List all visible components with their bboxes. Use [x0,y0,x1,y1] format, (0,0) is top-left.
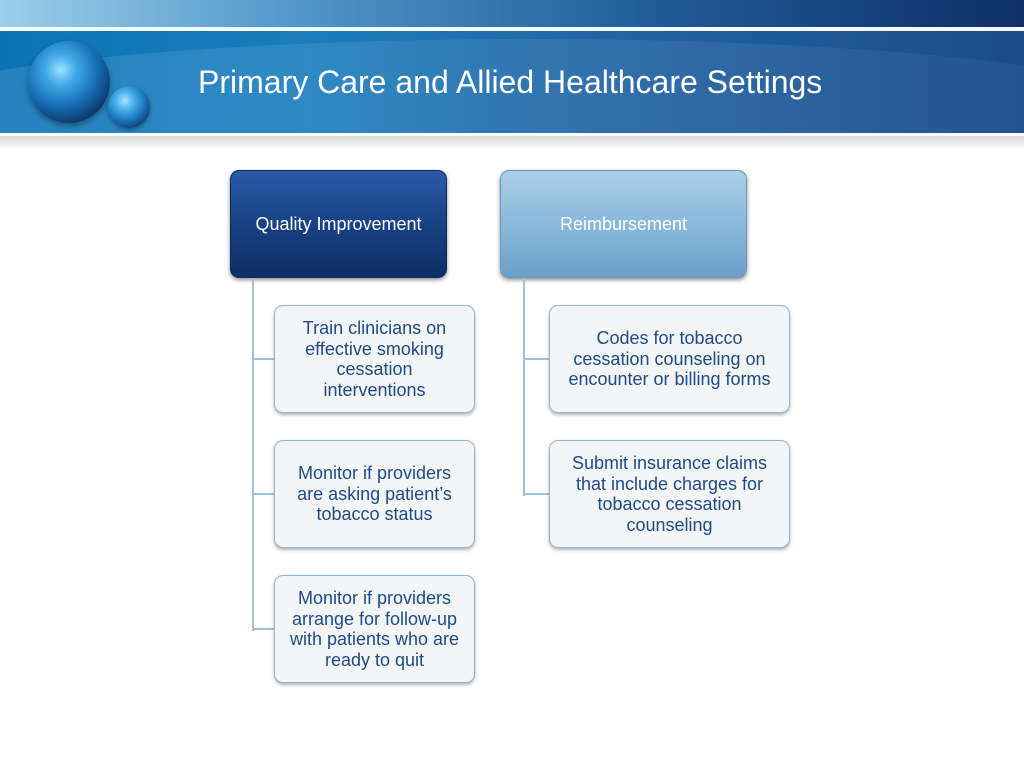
reimbursement-connector-branch-1 [523,358,549,360]
small-orb-logo-icon [108,86,150,128]
banner-sheen [0,39,1024,133]
reimbursement-header: Reimbursement [500,170,747,278]
quality-item-monitor-follow-up: Monitor if providers arrange for follow-… [274,575,475,683]
quality-connector-trunk [252,278,254,631]
large-orb-logo-icon [28,41,110,123]
quality-item-monitor-tobacco-status: Monitor if providers are asking patient’… [274,440,475,548]
quality-connector-branch-1 [252,358,274,360]
reimbursement-item-billing-codes: Codes for tobacco cessation counseling o… [549,305,790,413]
quality-improvement-header: Quality Improvement [230,170,447,278]
quality-item-train-clinicians: Train clinicians on effective smoking ce… [274,305,475,413]
reimbursement-connector-trunk [523,278,525,496]
slide-title: Primary Care and Allied Healthcare Setti… [198,64,823,100]
quality-connector-branch-2 [252,493,274,495]
reimbursement-connector-branch-2 [523,493,549,495]
top-accent-strip [0,0,1024,27]
banner-shadow [0,136,1024,150]
reimbursement-item-insurance-claims: Submit insurance claims that include cha… [549,440,790,548]
quality-connector-branch-3 [252,628,274,630]
title-banner [0,31,1024,133]
